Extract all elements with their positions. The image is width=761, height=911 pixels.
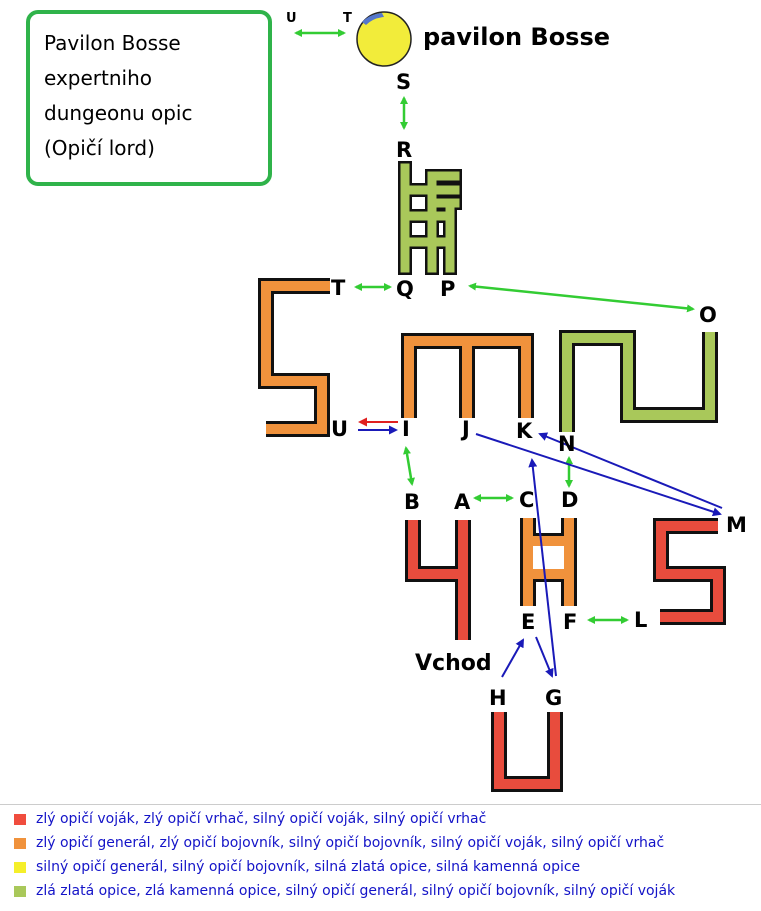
title-line: (Opičí lord) [44, 136, 155, 160]
node-label-p: P [440, 277, 455, 301]
entrance-label: Vchod [415, 651, 492, 676]
legend: zlý opičí voják, zlý opičí vrhač, silný … [0, 804, 761, 911]
boss-room [356, 11, 412, 67]
title-box [26, 10, 272, 186]
legend-swatch-yellow [14, 862, 26, 873]
node-label-u: U [331, 417, 348, 441]
title-line: expertniho [44, 66, 152, 90]
room-hg [491, 712, 563, 792]
node-label-j: J [460, 417, 470, 441]
node-label-e: E [521, 610, 535, 634]
legend-text: zlá zlatá opice, zlá kamenná opice, siln… [36, 883, 676, 899]
link-m-k [538, 432, 723, 509]
legend-swatch-orange [14, 838, 26, 849]
node-label-m: M [726, 513, 747, 537]
map-title: Pavilon Bosse expertniho dungeonu opic (… [44, 26, 244, 166]
legend-text: zlý opičí voják, zlý opičí vrhač, silný … [36, 811, 487, 827]
legend-swatch-red [14, 814, 26, 825]
link-u-i [358, 417, 398, 435]
legend-text: zlý opičí generál, zlý opičí bojovník, s… [36, 835, 665, 851]
node-label-g: G [545, 686, 562, 710]
one-way-links [475, 432, 723, 678]
node-label-s: S [396, 70, 411, 94]
node-label-l: L [634, 608, 647, 632]
link-j-m [475, 433, 722, 517]
node-label-b: B [404, 490, 420, 514]
legend-swatch-green [14, 886, 26, 897]
title-line: Pavilon Bosse [44, 31, 181, 55]
node-label-f: F [563, 610, 577, 634]
node-label-a: A [454, 490, 471, 514]
node-label-r: R [396, 138, 412, 162]
link-p-o [468, 282, 695, 313]
link-e-g [535, 636, 554, 678]
boss-room-label: pavilon Bosse [423, 23, 610, 51]
node-label-q: Q [396, 277, 414, 301]
link-i-b [403, 446, 415, 486]
node-label-u-top: U [286, 11, 297, 26]
node-label-c: C [519, 488, 534, 512]
room-ijk [401, 333, 534, 418]
node-label-n: N [558, 432, 576, 456]
room-cdef [520, 518, 577, 606]
node-label-h: H [489, 686, 507, 710]
room-b [405, 520, 471, 640]
room-t-u [258, 278, 330, 437]
link-h-e [501, 638, 524, 678]
room-no [559, 330, 718, 432]
link-g-c [528, 458, 557, 677]
room-rqp [398, 161, 462, 275]
title-line: dungeonu opic [44, 101, 193, 125]
node-label-i: I [402, 417, 410, 441]
legend-text: silný opičí generál, silný opičí bojovní… [36, 859, 581, 875]
node-label-d: D [561, 488, 578, 512]
room-lm [653, 518, 726, 625]
node-label-t-top: T [343, 11, 352, 26]
node-label-k: K [516, 419, 533, 443]
two-way-links [294, 29, 695, 624]
node-label-t: T [331, 276, 346, 300]
node-label-o: O [699, 303, 717, 327]
